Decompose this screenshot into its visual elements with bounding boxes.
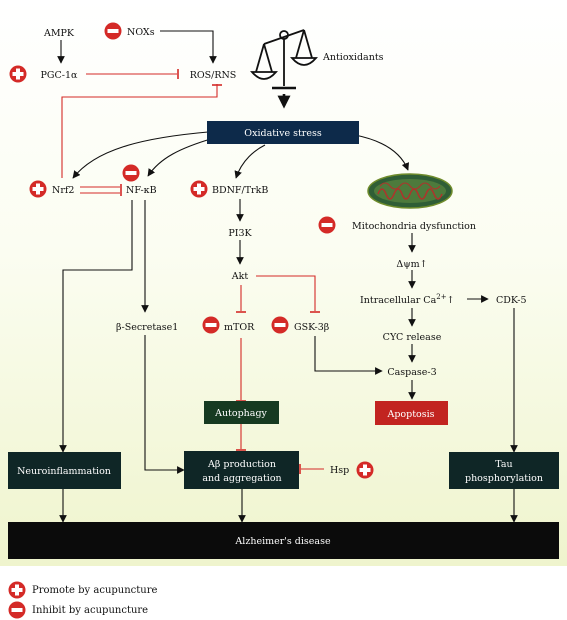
apoptosis-label: Apoptosis	[386, 409, 434, 420]
ampk-label: AMPK	[43, 28, 75, 39]
neuroinflammation-box	[8, 452, 121, 489]
abeta-label-line1: Aβ production	[207, 459, 276, 470]
legend-inhibit-label: Inhibit by acupuncture	[32, 604, 149, 616]
autophagy-label: Autophagy	[214, 408, 267, 419]
pathway-diagram: AMPK NOXs PGC-1α ROS/RNS Antioxidants Ox…	[8, 22, 559, 559]
tau-box	[449, 452, 559, 489]
inhibit-noxs-icon	[104, 22, 122, 40]
tau-label-line1: Tau	[495, 459, 512, 470]
apoptosis-box	[375, 401, 448, 425]
nfkb-label: NF-κB	[126, 185, 157, 196]
legend-promote-label: Promote by acupuncture	[32, 584, 158, 596]
abeta-label-line2: and aggregation	[202, 473, 281, 484]
alzheimers-box	[8, 522, 559, 559]
promote-nrf2-icon	[29, 180, 47, 198]
oxidative-stress-label: Oxidative stress	[244, 128, 322, 139]
hsp-label: Hsp	[330, 465, 349, 476]
akt-label: Akt	[231, 271, 249, 282]
connectors	[57, 30, 518, 523]
plus-circle-icon	[8, 581, 26, 599]
ros-label: ROS/RNS	[190, 70, 237, 81]
tau-label-line2: phosphorylation	[465, 473, 543, 484]
calcium-prefix: Intracellular Ca	[360, 295, 437, 306]
alzheimers-label: Alzheimer's disease	[234, 536, 331, 547]
inhibit-mitochondria-icon	[318, 216, 336, 234]
inhibit-mtor-icon	[202, 316, 220, 334]
noxs-label: NOXs	[127, 27, 155, 38]
legend-promote: Promote by acupuncture	[8, 581, 157, 599]
gsk3b-label: GSK-3β	[294, 322, 330, 333]
beta-secretase-label: β-Secretase1	[116, 322, 178, 333]
promote-hsp-icon	[356, 461, 374, 479]
cyc-label: CYC release	[383, 332, 442, 343]
abeta-box	[184, 451, 299, 489]
calcium-superscript: 2+	[436, 293, 446, 301]
legend-inhibit: Inhibit by acupuncture	[8, 601, 148, 619]
oxidative-stress-box	[207, 121, 359, 144]
delta-psi-label: Δψm↑	[396, 259, 427, 270]
promote-pgc1a-icon	[9, 65, 27, 83]
promote-bdnf-icon	[190, 180, 208, 198]
pgc1a-label: PGC-1α	[41, 70, 79, 81]
antioxidants-label: Antioxidants	[322, 52, 384, 63]
autophagy-box	[204, 401, 279, 424]
inhibit-nfkb-icon	[122, 164, 140, 182]
cdk5-label: CDK-5	[496, 295, 527, 306]
mitochondrion-icon	[367, 173, 453, 209]
bdnf-label: BDNF/TrkB	[212, 185, 268, 196]
balance-scale-icon	[250, 29, 318, 90]
pi3k-label: PI3K	[228, 228, 252, 239]
mtor-label: mTOR	[224, 322, 255, 333]
calcium-arrow: ↑	[447, 295, 455, 306]
mito-dysfunction-label: Mitochondria dysfunction	[352, 221, 476, 232]
caspase3-label: Caspase-3	[387, 367, 436, 378]
nrf2-label: Nrf2	[52, 185, 74, 196]
inhibit-gsk3b-icon	[271, 316, 289, 334]
calcium-label: Intracellular Ca2+↑	[360, 293, 455, 306]
neuroinflammation-label: Neuroinflammation	[17, 466, 111, 477]
minus-circle-icon	[8, 601, 26, 619]
